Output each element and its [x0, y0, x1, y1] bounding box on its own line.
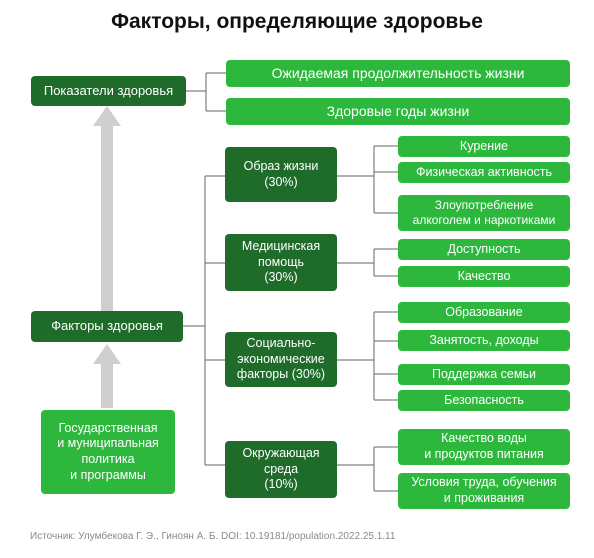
factor-item-label: Доступность	[447, 241, 521, 256]
arrow-shaft-top	[101, 126, 113, 312]
factor-item-label: Злоупотребление алкоголем и наркотиками	[412, 198, 556, 227]
factor-item: Физическая активность	[398, 162, 570, 183]
arrowhead-top	[93, 106, 121, 126]
group-label: Социально- экономические факторы (30%)	[236, 336, 326, 382]
group1-connector	[337, 145, 398, 214]
group-box-lifestyle: Образ жизни (30%)	[225, 147, 337, 202]
factors-trunk	[183, 175, 225, 466]
arrow-shaft-bottom	[101, 364, 113, 408]
factor-item: Образование	[398, 302, 570, 323]
factor-item: Поддержка семьи	[398, 364, 570, 385]
factor-item-label: Занятость, доходы	[429, 332, 539, 347]
factor-item-label: Курение	[459, 138, 509, 153]
factor-item-label: Поддержка семьи	[432, 366, 536, 381]
group-label: Образ жизни (30%)	[243, 158, 319, 189]
diagram-title: Факторы, определяющие здоровье	[111, 10, 483, 33]
policy-programs-label: Государственная и муниципальная политика…	[57, 420, 159, 482]
factor-item-label: Условия труда, обучения и проживания	[411, 475, 557, 505]
factor-item: Условия труда, обучения и проживания	[398, 473, 570, 509]
upward-arrows	[93, 106, 121, 408]
group3-connector	[337, 311, 398, 401]
indicator-item: Здоровые годы жизни	[226, 98, 570, 125]
factor-item-label: Безопасность	[444, 392, 524, 407]
factor-item-label: Качество воды и продуктов питания	[424, 431, 544, 461]
factor-item: Занятость, доходы	[398, 330, 570, 351]
group-label: Окружающая среда (10%)	[242, 446, 320, 492]
group-box-socioeconomic: Социально- экономические факторы (30%)	[225, 332, 337, 387]
factor-item: Доступность	[398, 239, 570, 260]
indicator-item-label: Ожидаемая продолжительность жизни	[271, 64, 525, 81]
indicators-connector	[186, 72, 226, 112]
arrowhead-bottom	[93, 344, 121, 364]
factor-item: Безопасность	[398, 390, 570, 411]
factor-item: Курение	[398, 136, 570, 157]
group-box-environment: Окружающая среда (10%)	[225, 441, 337, 498]
health-factors-label: Факторы здоровья	[51, 318, 163, 334]
factor-item: Качество воды и продуктов питания	[398, 429, 570, 465]
health-indicators-box: Показатели здоровья	[31, 76, 186, 106]
group-box-medical: Медицинская помощь (30%)	[225, 234, 337, 291]
factor-item: Качество	[398, 266, 570, 287]
indicator-item: Ожидаемая продолжительность жизни	[226, 60, 570, 87]
factor-item-label: Образование	[445, 304, 523, 319]
factor-item-label: Физическая активность	[415, 164, 553, 179]
indicator-item-label: Здоровые годы жизни	[326, 102, 470, 119]
factor-item-label: Качество	[457, 268, 511, 283]
group2-connector	[337, 248, 398, 277]
health-factors-box: Факторы здоровья	[31, 311, 183, 342]
source-caption: Источник: Улумбекова Г. Э., Гиноян А. Б.…	[30, 531, 396, 542]
health-indicators-label: Показатели здоровья	[43, 82, 174, 98]
group-label: Медицинская помощь (30%)	[241, 239, 321, 285]
group4-connector	[337, 446, 398, 492]
factor-item: Злоупотребление алкоголем и наркотиками	[398, 195, 570, 231]
policy-programs-box: Государственная и муниципальная политика…	[41, 410, 175, 494]
